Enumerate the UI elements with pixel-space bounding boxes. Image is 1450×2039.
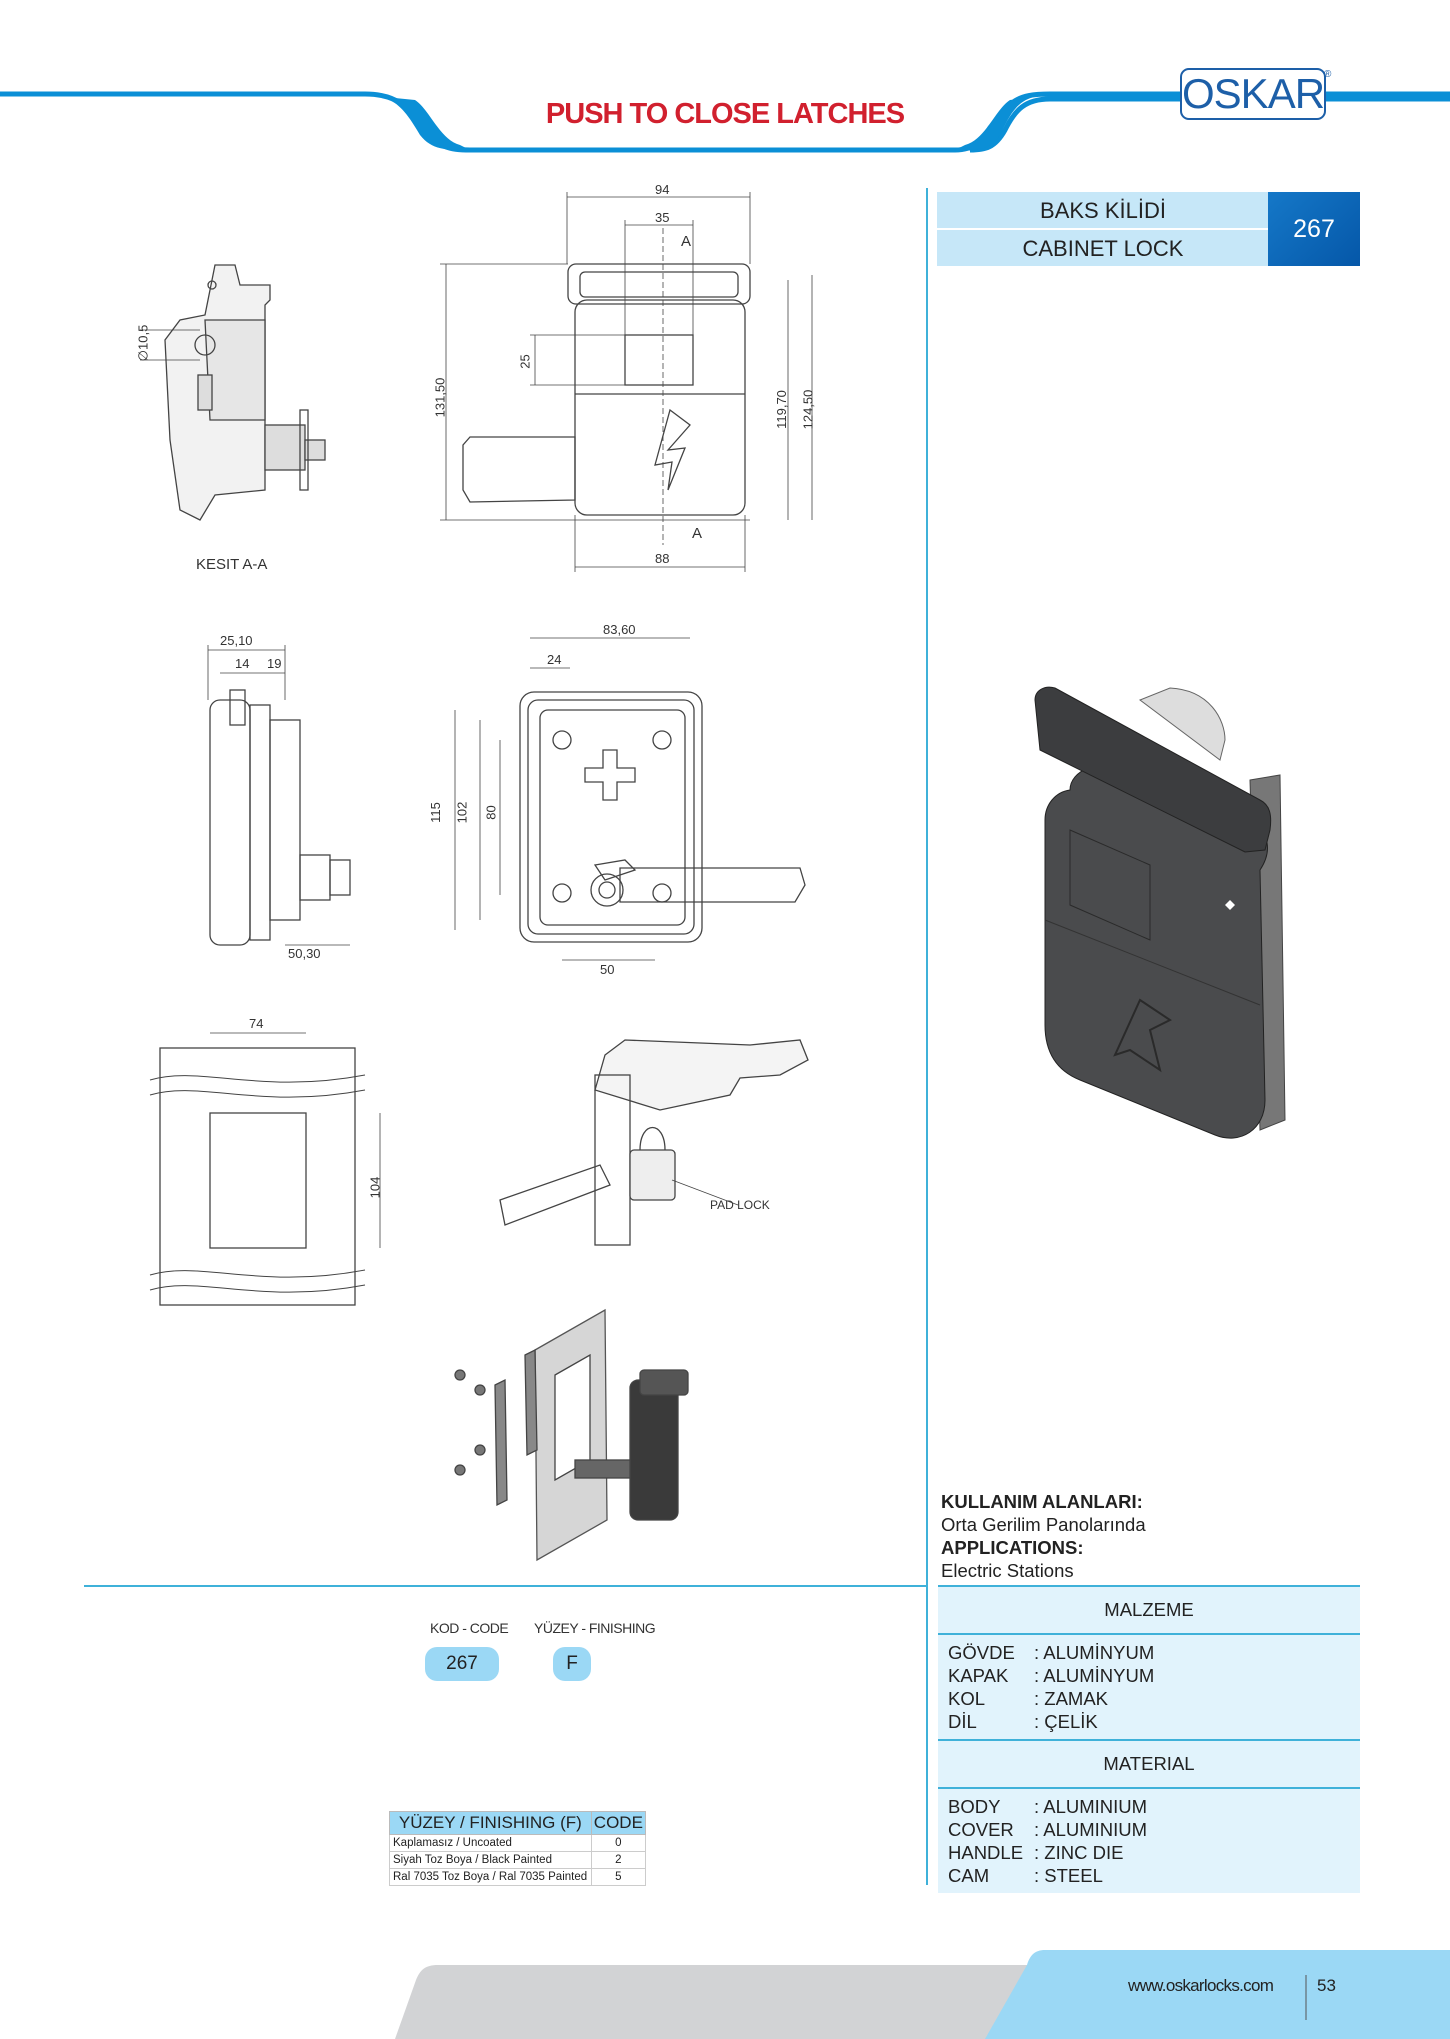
materials-table: MALZEME GÖVDE: ALUMİNYUM KAPAK: ALUMİNYU… [938,1585,1360,1893]
dim-104: 104 [367,1176,383,1199]
dim-115: 115 [427,802,443,823]
applications-text-tr: Orta Gerilim Panolarında [941,1514,1146,1535]
materials-title-tr: MALZEME [938,1585,1360,1635]
applications-block: KULLANIM ALANLARI: Orta Gerilim Panoları… [941,1490,1146,1582]
footer-band [395,1950,1450,2039]
code-value-pill: 267 [425,1647,499,1681]
section-view-drawing [140,264,326,521]
section-divider [84,1585,927,1587]
front-view-drawing [440,192,813,572]
dim-25-10: 25,10 [220,633,253,648]
dim-25: 25 [517,354,533,369]
material-row: KAPAK: ALUMİNYUM [948,1665,1155,1686]
material-row: COVER: ALUMINIUM [948,1819,1148,1840]
dim-119-70: 119,70 [773,390,789,429]
material-row: DİL: ÇELİK [948,1711,1098,1732]
applications-title-tr: KULLANIM ALANLARI: [941,1491,1143,1512]
dim-88: 88 [655,551,670,566]
padlock-iso-drawing [499,1039,809,1246]
exploded-view-drawing [454,1308,689,1562]
material-row: KOL: ZAMAK [948,1688,1109,1709]
website-link[interactable]: www.oskarlocks.com [1128,1976,1274,1995]
dim-131-50: 131,50 [432,377,448,418]
page-number: 53 [1317,1976,1336,1995]
dim-80: 80 [483,805,499,820]
product-name-tr: BAKS KİLİDİ [937,192,1269,230]
section-mark-top: A [681,233,692,250]
dim-124-50: 124,50 [800,389,816,430]
section-label: KESIT A-A [196,556,268,573]
dim-24: 24 [547,652,562,667]
dim-102: 102 [454,801,470,824]
side-view-drawing [207,645,351,946]
dim-35: 35 [655,210,670,225]
page-title: PUSH TO CLOSE LATCHES [545,98,905,130]
materials-title-en: MATERIAL [938,1739,1360,1789]
material-row: BODY: ALUMINIUM [948,1796,1148,1817]
applications-title-en: APPLICATIONS: [941,1537,1084,1558]
dim-74: 74 [249,1016,264,1031]
product-number: 267 [1268,192,1360,266]
finish-value-pill: F [553,1647,591,1681]
product-name-box: BAKS KİLİDİ CABINET LOCK [937,192,1269,266]
dim-94: 94 [655,182,670,197]
finishing-table: YÜZEY / FINISHING (F)CODE Kaplamasız / U… [389,1811,647,1886]
padlock-label: PAD LOCK [710,1198,770,1212]
dim-14: 14 [235,656,250,671]
material-row: CAM: STEEL [948,1865,1103,1886]
finishing-label: YÜZEY - FINISHING [534,1620,656,1636]
oskar-logo: OSKAR® [1180,68,1331,120]
material-row: HANDLE: ZINC DIE [948,1842,1124,1863]
technical-drawings [140,192,813,1562]
dim-83-60: 83,60 [603,622,636,637]
column-divider [926,188,928,1885]
dim-diameter: ∅10,5 [135,324,151,362]
product-name-en: CABINET LOCK [1022,236,1184,261]
section-mark-bottom: A [692,525,703,542]
material-row: GÖVDE: ALUMİNYUM [948,1642,1155,1663]
dim-19: 19 [267,656,282,671]
code-label: KOD - CODE [430,1620,509,1636]
applications-text-en: Electric Stations [941,1560,1074,1581]
dim-50-30: 50,30 [288,946,321,961]
back-view-drawing [454,637,806,961]
dim-50: 50 [600,962,615,977]
header-band [0,91,1450,153]
panel-cutout-drawing [149,1032,381,1306]
product-3d-render [1034,686,1286,1139]
